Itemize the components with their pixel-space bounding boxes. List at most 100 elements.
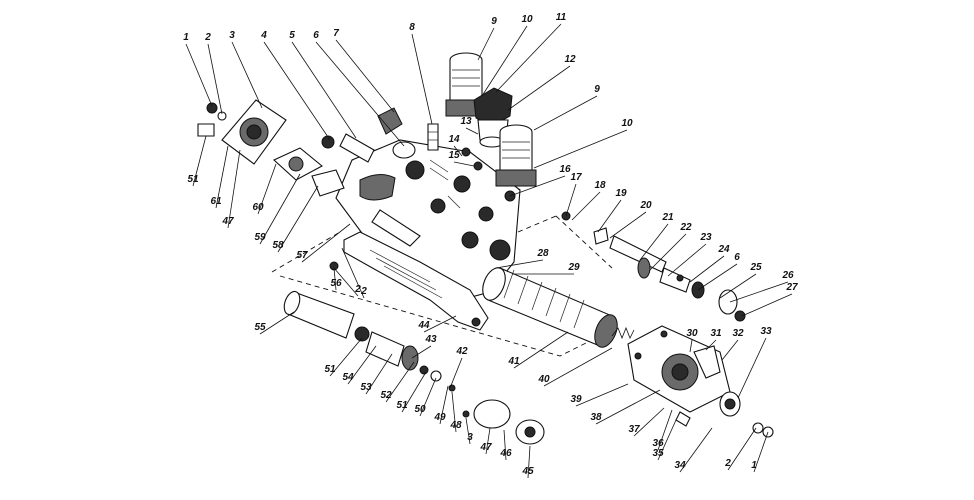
part-number-label: 19 (615, 188, 627, 199)
part-number-label: 61 (210, 196, 222, 207)
part-number-label: 14 (448, 134, 460, 145)
part-number-label: 23 (699, 232, 712, 243)
leader-line (347, 345, 377, 385)
part-number-label: 59 (254, 232, 266, 243)
leader-line (513, 331, 569, 369)
leader-line (385, 361, 415, 403)
part-number-label: 3 (229, 30, 235, 41)
leader-line (741, 293, 793, 317)
part-number-label: 51 (187, 174, 199, 185)
part-number-label: 15 (448, 150, 460, 161)
part-number-label: 36 (652, 438, 664, 449)
part-number-label: 35 (652, 448, 664, 459)
leader-line (503, 429, 507, 461)
part-number-label: 16 (559, 164, 571, 175)
part-number-label: 3 (467, 432, 473, 443)
leader-line (227, 149, 241, 229)
leader-line (215, 145, 229, 209)
part-number-label: 5 (289, 30, 295, 41)
leader-line (719, 273, 757, 299)
leader-line (259, 173, 301, 245)
leader-line (705, 339, 717, 351)
part-number-label: 34 (674, 460, 686, 471)
leader-line (533, 95, 598, 131)
leader-line (329, 337, 363, 377)
part-number-label: 26 (781, 270, 794, 281)
part-number-label: 6 (734, 252, 740, 263)
leader-line (727, 427, 757, 471)
leader-line (419, 377, 437, 417)
part-number-label: 2 (724, 458, 731, 469)
part-number-label: 12 (564, 54, 576, 65)
leader-line (439, 385, 449, 425)
part-number-label: 10 (521, 14, 533, 25)
leader-line (633, 407, 665, 437)
part-number-label: 2 (354, 284, 361, 295)
part-number-label: 1 (751, 460, 757, 471)
part-number-label: 1 (183, 32, 189, 43)
part-number-label: 18 (594, 180, 606, 191)
leader-line (291, 41, 357, 139)
leader-line (301, 223, 351, 263)
leader-line (477, 27, 495, 61)
leader-line (333, 267, 359, 297)
leader-line (485, 427, 491, 455)
part-number-label: 28 (536, 248, 549, 259)
part-number-label: 44 (417, 320, 430, 331)
leader-line (341, 247, 365, 299)
leader-line (495, 23, 562, 93)
part-number-label: 9 (594, 84, 600, 95)
part-number-label: 47 (221, 216, 234, 227)
leader-line (509, 175, 566, 197)
leader-line (543, 347, 613, 387)
leader-line (565, 183, 577, 217)
leader-line (689, 339, 693, 353)
leader-line (365, 353, 393, 395)
leader-line (737, 337, 767, 399)
part-number-label: 2 (204, 32, 211, 43)
leader-line (185, 43, 213, 107)
part-number-label: 10 (621, 118, 633, 129)
spring-cylinder (482, 267, 635, 348)
leader-line (451, 391, 457, 433)
part-number-label: 11 (556, 12, 567, 23)
leader-line (207, 43, 223, 115)
leader-line (257, 163, 277, 215)
lower-spool (283, 290, 545, 445)
part-number-label: 9 (491, 16, 497, 27)
part-number-label: 39 (570, 394, 582, 405)
part-number-label: 32 (732, 328, 744, 339)
leader-line (657, 419, 677, 461)
leader-line (423, 315, 457, 333)
bracket (343, 231, 489, 331)
leader-line (453, 161, 475, 167)
leader-line (401, 371, 427, 413)
part-number-label: 13 (460, 116, 472, 127)
leader-line (465, 417, 471, 445)
part-number-label: 38 (590, 412, 602, 423)
leader-line (263, 41, 331, 141)
small-parts-top-left (197, 102, 516, 202)
spool-parts-left (273, 147, 345, 197)
callout-leaders (185, 23, 793, 479)
part-number-label: 48 (449, 420, 462, 431)
leader-line (507, 65, 571, 111)
leader-line (597, 199, 622, 233)
part-number-label: 56 (330, 278, 342, 289)
leader-line (639, 223, 669, 261)
part-number-label: 57 (296, 250, 308, 261)
leader-line (527, 445, 531, 479)
part-number-label: 42 (455, 346, 468, 357)
part-number-label: 60 (252, 202, 264, 213)
part-number-label: 30 (686, 328, 698, 339)
leader-line (697, 263, 738, 291)
leader-line (667, 243, 707, 277)
part-number-label: 53 (360, 382, 372, 393)
leader-line (729, 281, 789, 303)
part-number-label: 37 (628, 424, 640, 435)
part-number-label: 29 (567, 262, 580, 273)
leader-line (192, 135, 207, 187)
leader-line (333, 267, 337, 291)
leader-line (533, 129, 628, 169)
